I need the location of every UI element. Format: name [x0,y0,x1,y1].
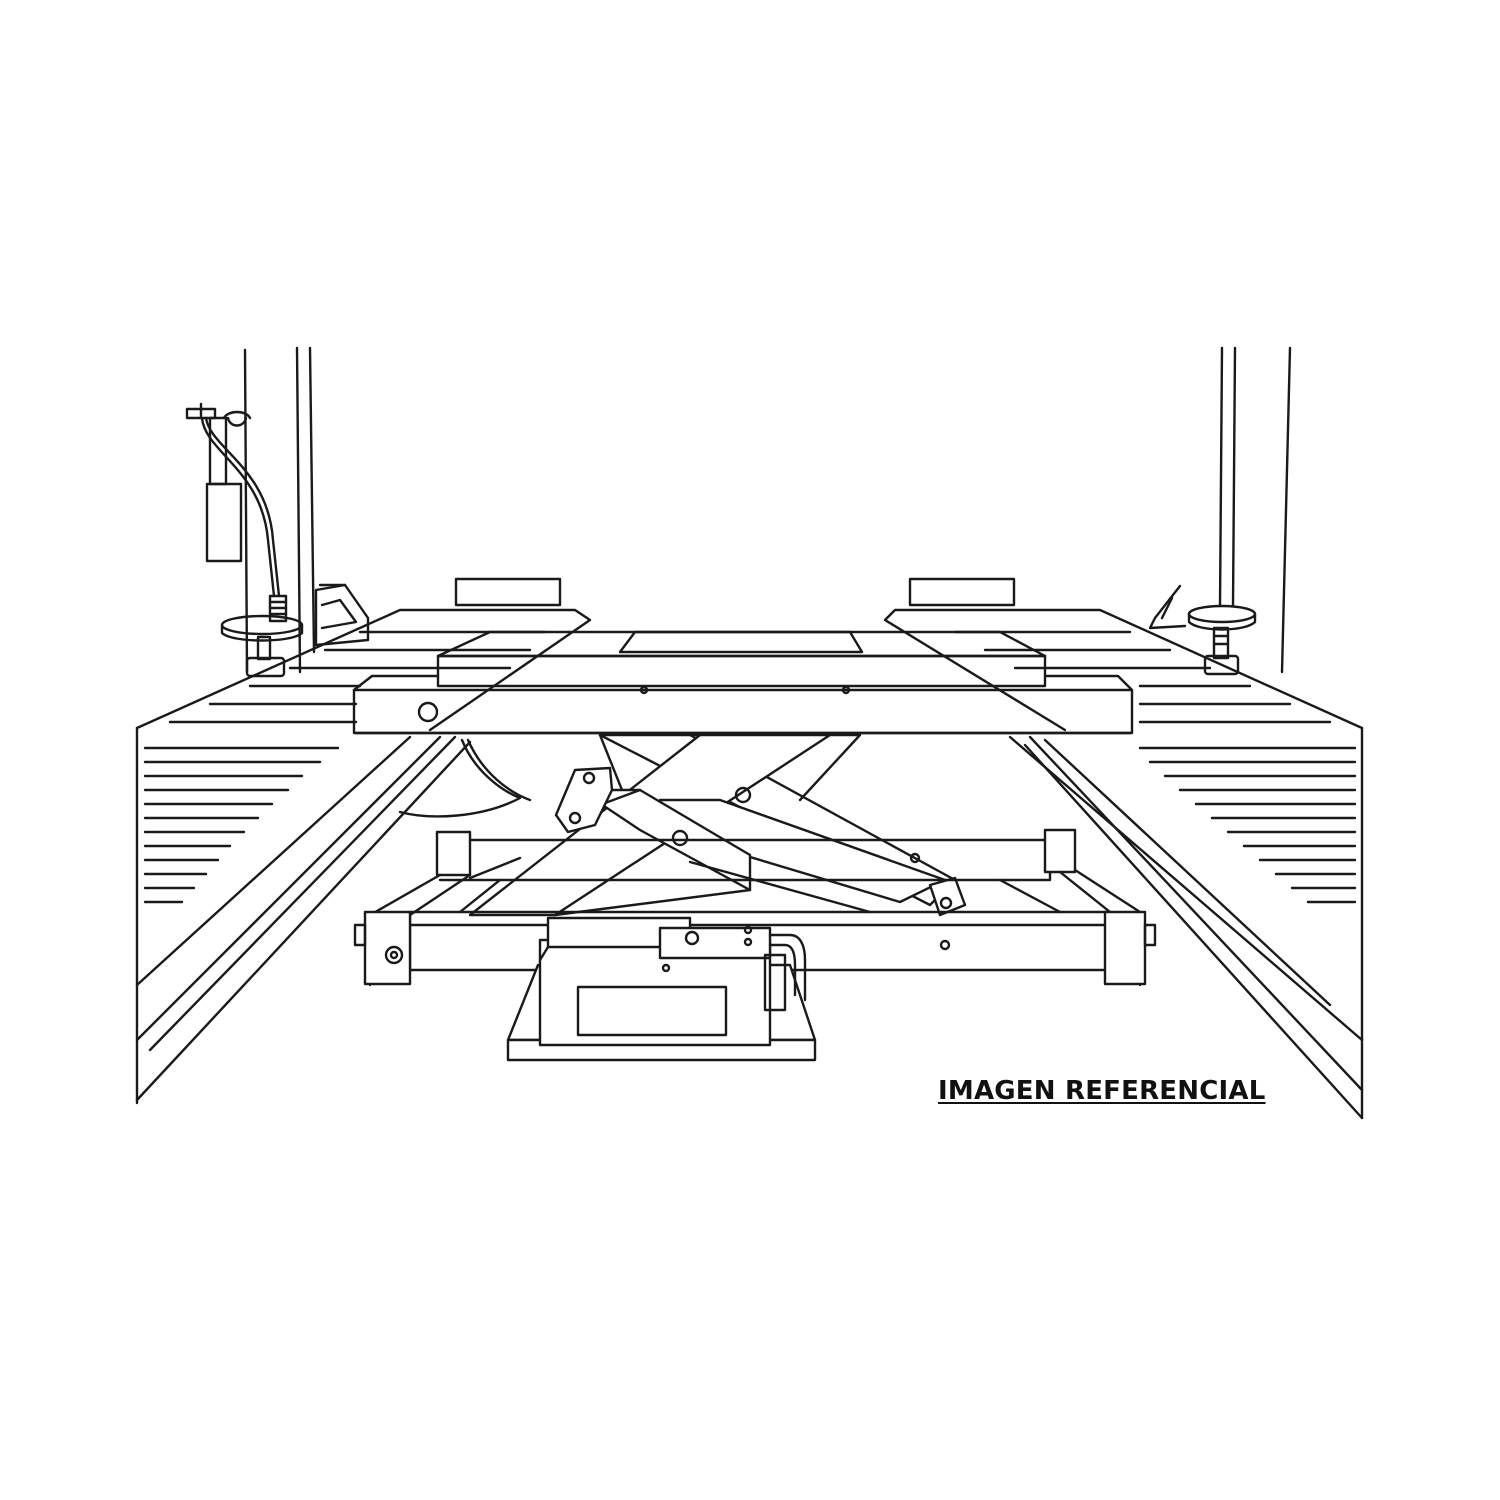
left-leveling-foot [220,594,304,678]
left-post [243,346,370,674]
right-leveling-foot [1187,604,1257,676]
control-box [185,402,281,598]
left-wheel-stop [454,577,562,607]
right-post [1148,346,1292,674]
base-frame [353,828,1157,987]
lift-platform [352,630,1134,735]
right-wheel-stop [908,577,1016,607]
scissor-mechanism [398,733,967,917]
left-runway [135,608,592,1105]
pump-unit [506,916,817,1062]
reference-image-caption: IMAGEN REFERENCIAL [938,1076,1266,1106]
